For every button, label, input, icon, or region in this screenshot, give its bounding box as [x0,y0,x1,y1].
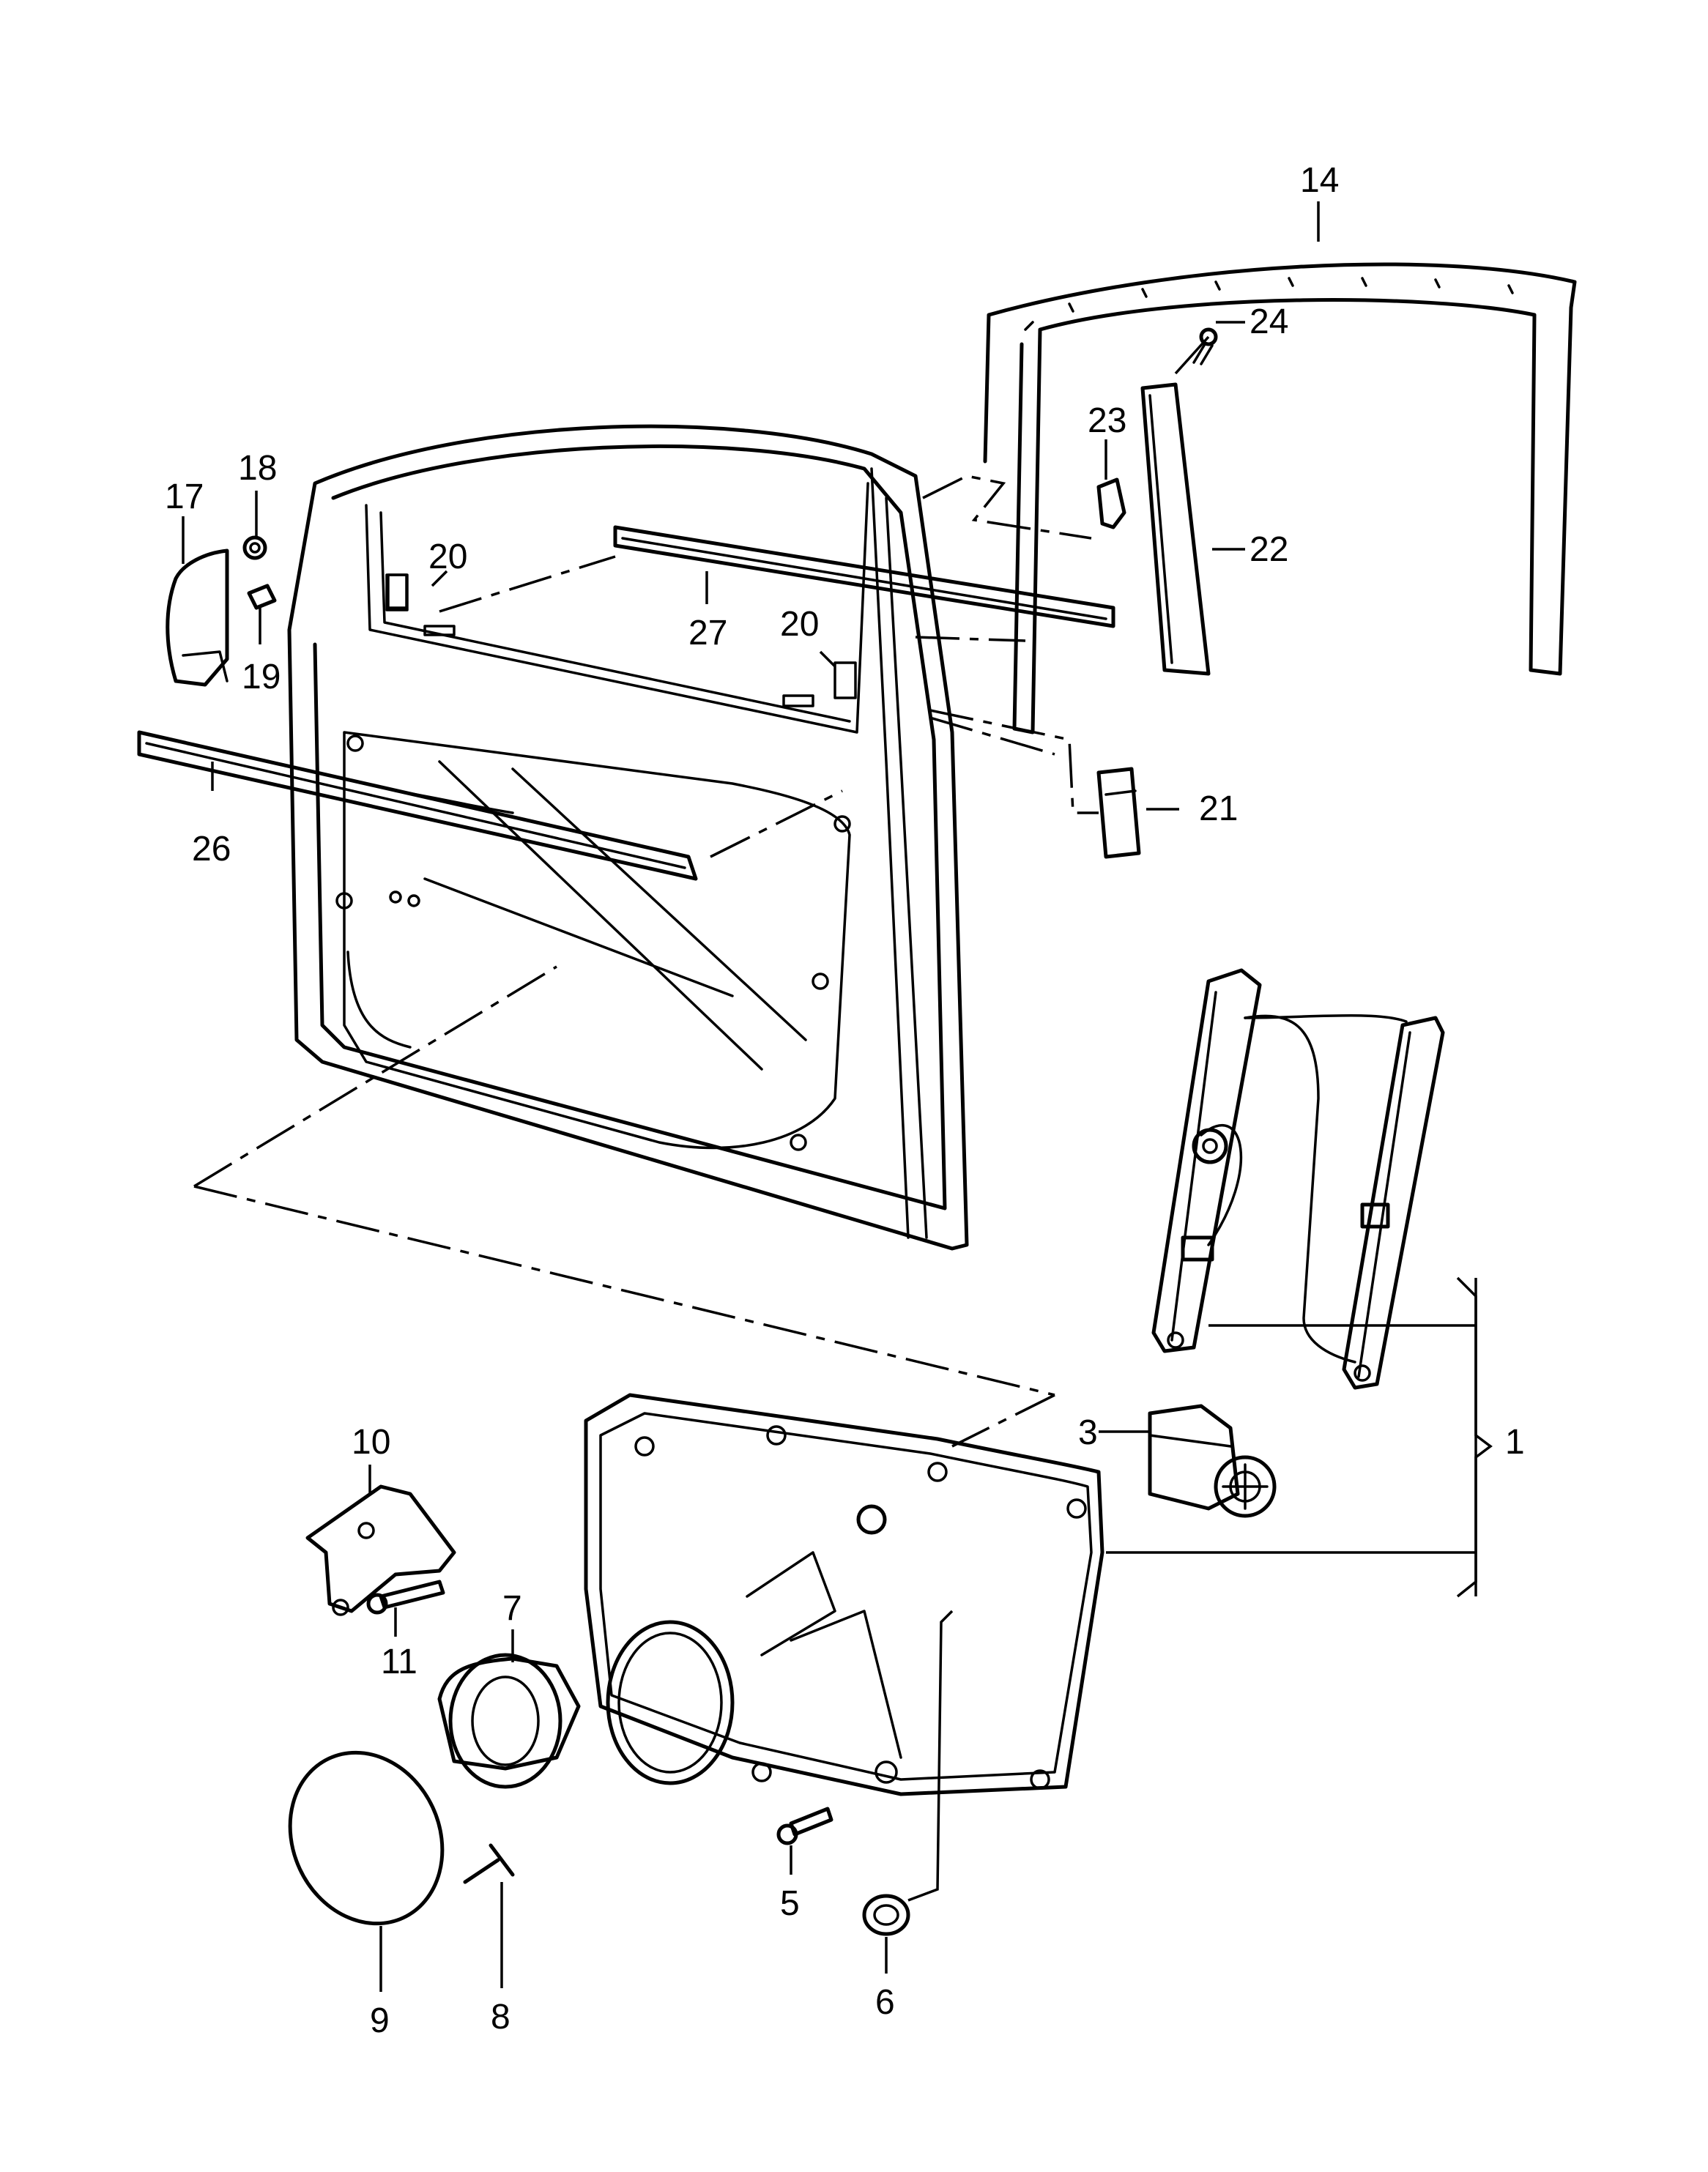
assembly-carrier [584,1393,1104,1796]
speaker [437,1653,581,1789]
callout-20-left: 20 [428,538,467,576]
bolt-11 [366,1580,445,1615]
callout-17: 17 [165,477,204,516]
b-pillar-trim [1096,382,1211,676]
callout-18: 18 [238,449,277,488]
window-motor [1148,1404,1277,1518]
callout-19: 19 [242,658,281,696]
rivet-8 [463,1843,515,1884]
callout-3: 3 [1078,1413,1098,1452]
callout-1: 1 [1505,1423,1525,1462]
callout-11: 11 [381,1643,417,1681]
window-belt-strip-inner [137,730,698,881]
nut-18 [242,535,267,560]
callout-21: 21 [1199,789,1238,828]
leader-lines [182,201,1493,1992]
screw-24 [1192,327,1218,365]
window-regulator [1151,968,1445,1390]
speaker-cover [288,1750,445,1926]
callout-22: 22 [1250,530,1288,569]
screw-5 [776,1807,833,1845]
callout-8: 8 [491,1998,510,2037]
callout-10: 10 [352,1423,390,1462]
hinge-bracket [305,1484,456,1616]
callout-numbers: 14 24 23 22 18 17 20 27 20 19 26 21 10 3… [165,161,1525,2040]
callout-20-right: 20 [780,605,819,644]
callout-26: 26 [192,830,231,869]
clip-21 [1096,767,1141,859]
callout-7: 7 [502,1589,522,1628]
window-glass-run-channel [983,262,1577,734]
callout-27: 27 [688,614,727,652]
callout-5: 5 [780,1884,800,1923]
callout-24: 24 [1250,302,1288,341]
clip-19 [247,584,277,610]
door-shell [287,424,969,1251]
callout-14: 14 [1300,161,1339,200]
assembly-lines [193,475,1099,1448]
grommet-6 [862,1894,910,1936]
mirror-cover [166,548,229,687]
callout-6: 6 [875,1983,895,2022]
window-belt-strip-outer [613,525,1115,628]
callout-9: 9 [370,2001,390,2040]
adhesive-pad-20 [385,573,857,707]
callout-23: 23 [1088,401,1126,440]
